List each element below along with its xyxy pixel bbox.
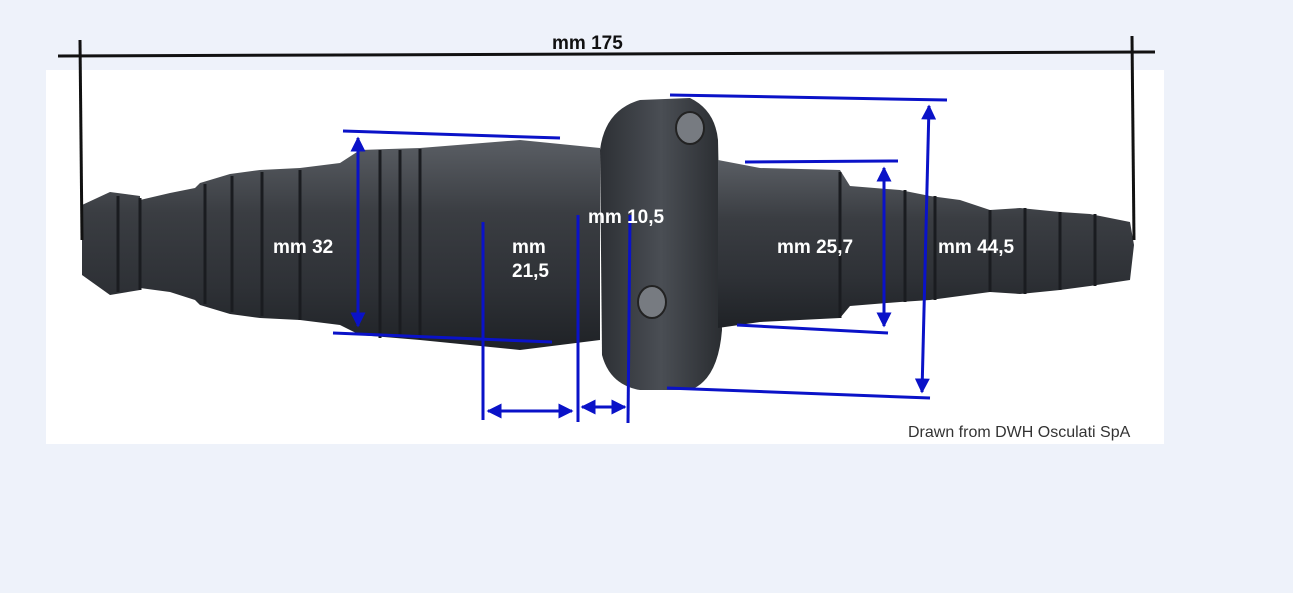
- right-diameter-label: mm 25,7: [777, 237, 854, 258]
- dimension-lines: [332, 93, 948, 424]
- flange-screw-top: [675, 111, 705, 145]
- overall-length-dimension: [57, 35, 1156, 241]
- left-diameter-label: mm 32: [273, 237, 334, 258]
- overall-length-label: mm 175: [552, 33, 623, 54]
- flange-thickness-label: mm 10,5: [588, 207, 665, 228]
- flange-screw-bottom: [637, 285, 667, 319]
- flange-diameter-arrow: [914, 104, 937, 394]
- flange-diameter-label: mm 44,5: [938, 237, 1015, 258]
- left-hose-barb: [82, 140, 600, 350]
- body-length-label-line1: mm: [512, 237, 546, 258]
- mounting-flange: [600, 98, 722, 390]
- credit-text: Drawn from DWH Osculati SpA: [908, 424, 1131, 441]
- body-length-label-line2: 21,5: [512, 261, 549, 282]
- body-length-label: mm 21,5: [512, 236, 549, 284]
